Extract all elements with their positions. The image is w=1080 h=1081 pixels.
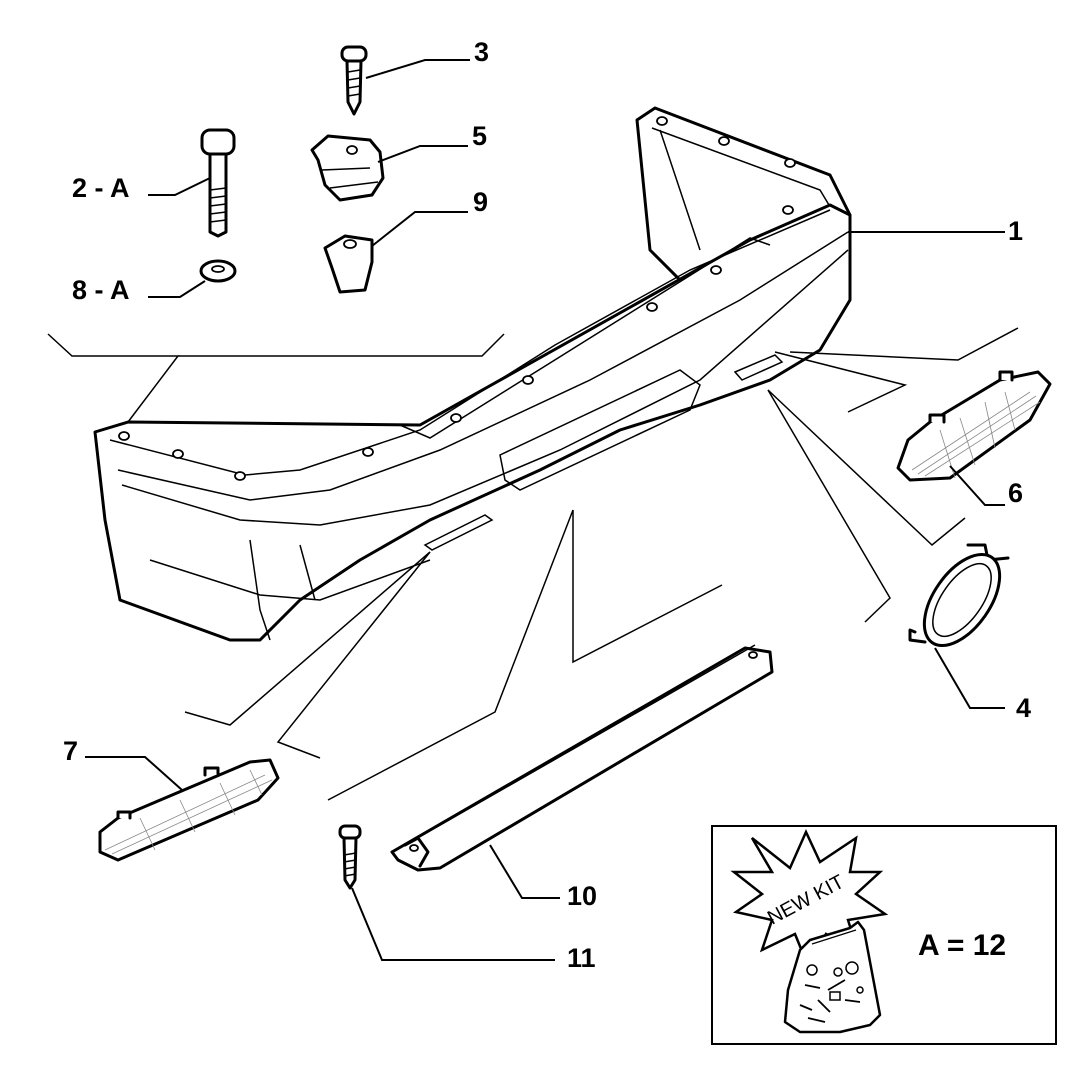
washer-part-8 bbox=[148, 259, 237, 298]
callout-9: 9 bbox=[473, 187, 488, 217]
screw-part-11 bbox=[338, 824, 555, 961]
parts-bag-icon bbox=[783, 920, 882, 1034]
screw-part-3 bbox=[340, 45, 470, 116]
reflector-part-6 bbox=[896, 370, 1052, 506]
callout-6: 6 bbox=[1008, 478, 1023, 508]
assembly-lines-6 bbox=[774, 327, 1019, 413]
callout-2-a: 2 - A bbox=[72, 173, 130, 203]
callout-7: 7 bbox=[63, 736, 78, 766]
bolt-part-2 bbox=[148, 128, 236, 238]
assembly-lines-10 bbox=[327, 509, 723, 801]
callout-3: 3 bbox=[474, 37, 489, 67]
callout-labels: 1 2 - A 3 4 5 6 7 8 - A 9 10 11 bbox=[63, 37, 1031, 973]
kit-equation: A = 12 bbox=[918, 929, 1006, 962]
callout-5: 5 bbox=[472, 121, 487, 151]
kit-box: NEW KIT A = 12 bbox=[711, 825, 1057, 1045]
assembly-lines-left bbox=[47, 333, 505, 423]
callout-1: 1 bbox=[1008, 216, 1023, 246]
callout-4: 4 bbox=[1016, 693, 1031, 723]
callout-8-a: 8 - A bbox=[72, 275, 130, 305]
rear-bumper bbox=[93, 106, 852, 642]
light-part-4 bbox=[908, 543, 1010, 709]
reflector-part-7 bbox=[85, 756, 280, 862]
nut-part-9 bbox=[323, 211, 468, 294]
strip-part-10 bbox=[390, 644, 774, 899]
assembly-lines-7 bbox=[184, 551, 431, 759]
callout-11: 11 bbox=[567, 943, 596, 973]
clip-part-5 bbox=[310, 134, 468, 202]
callout-10: 10 bbox=[567, 881, 597, 911]
assembly-lines-4 bbox=[767, 389, 966, 623]
